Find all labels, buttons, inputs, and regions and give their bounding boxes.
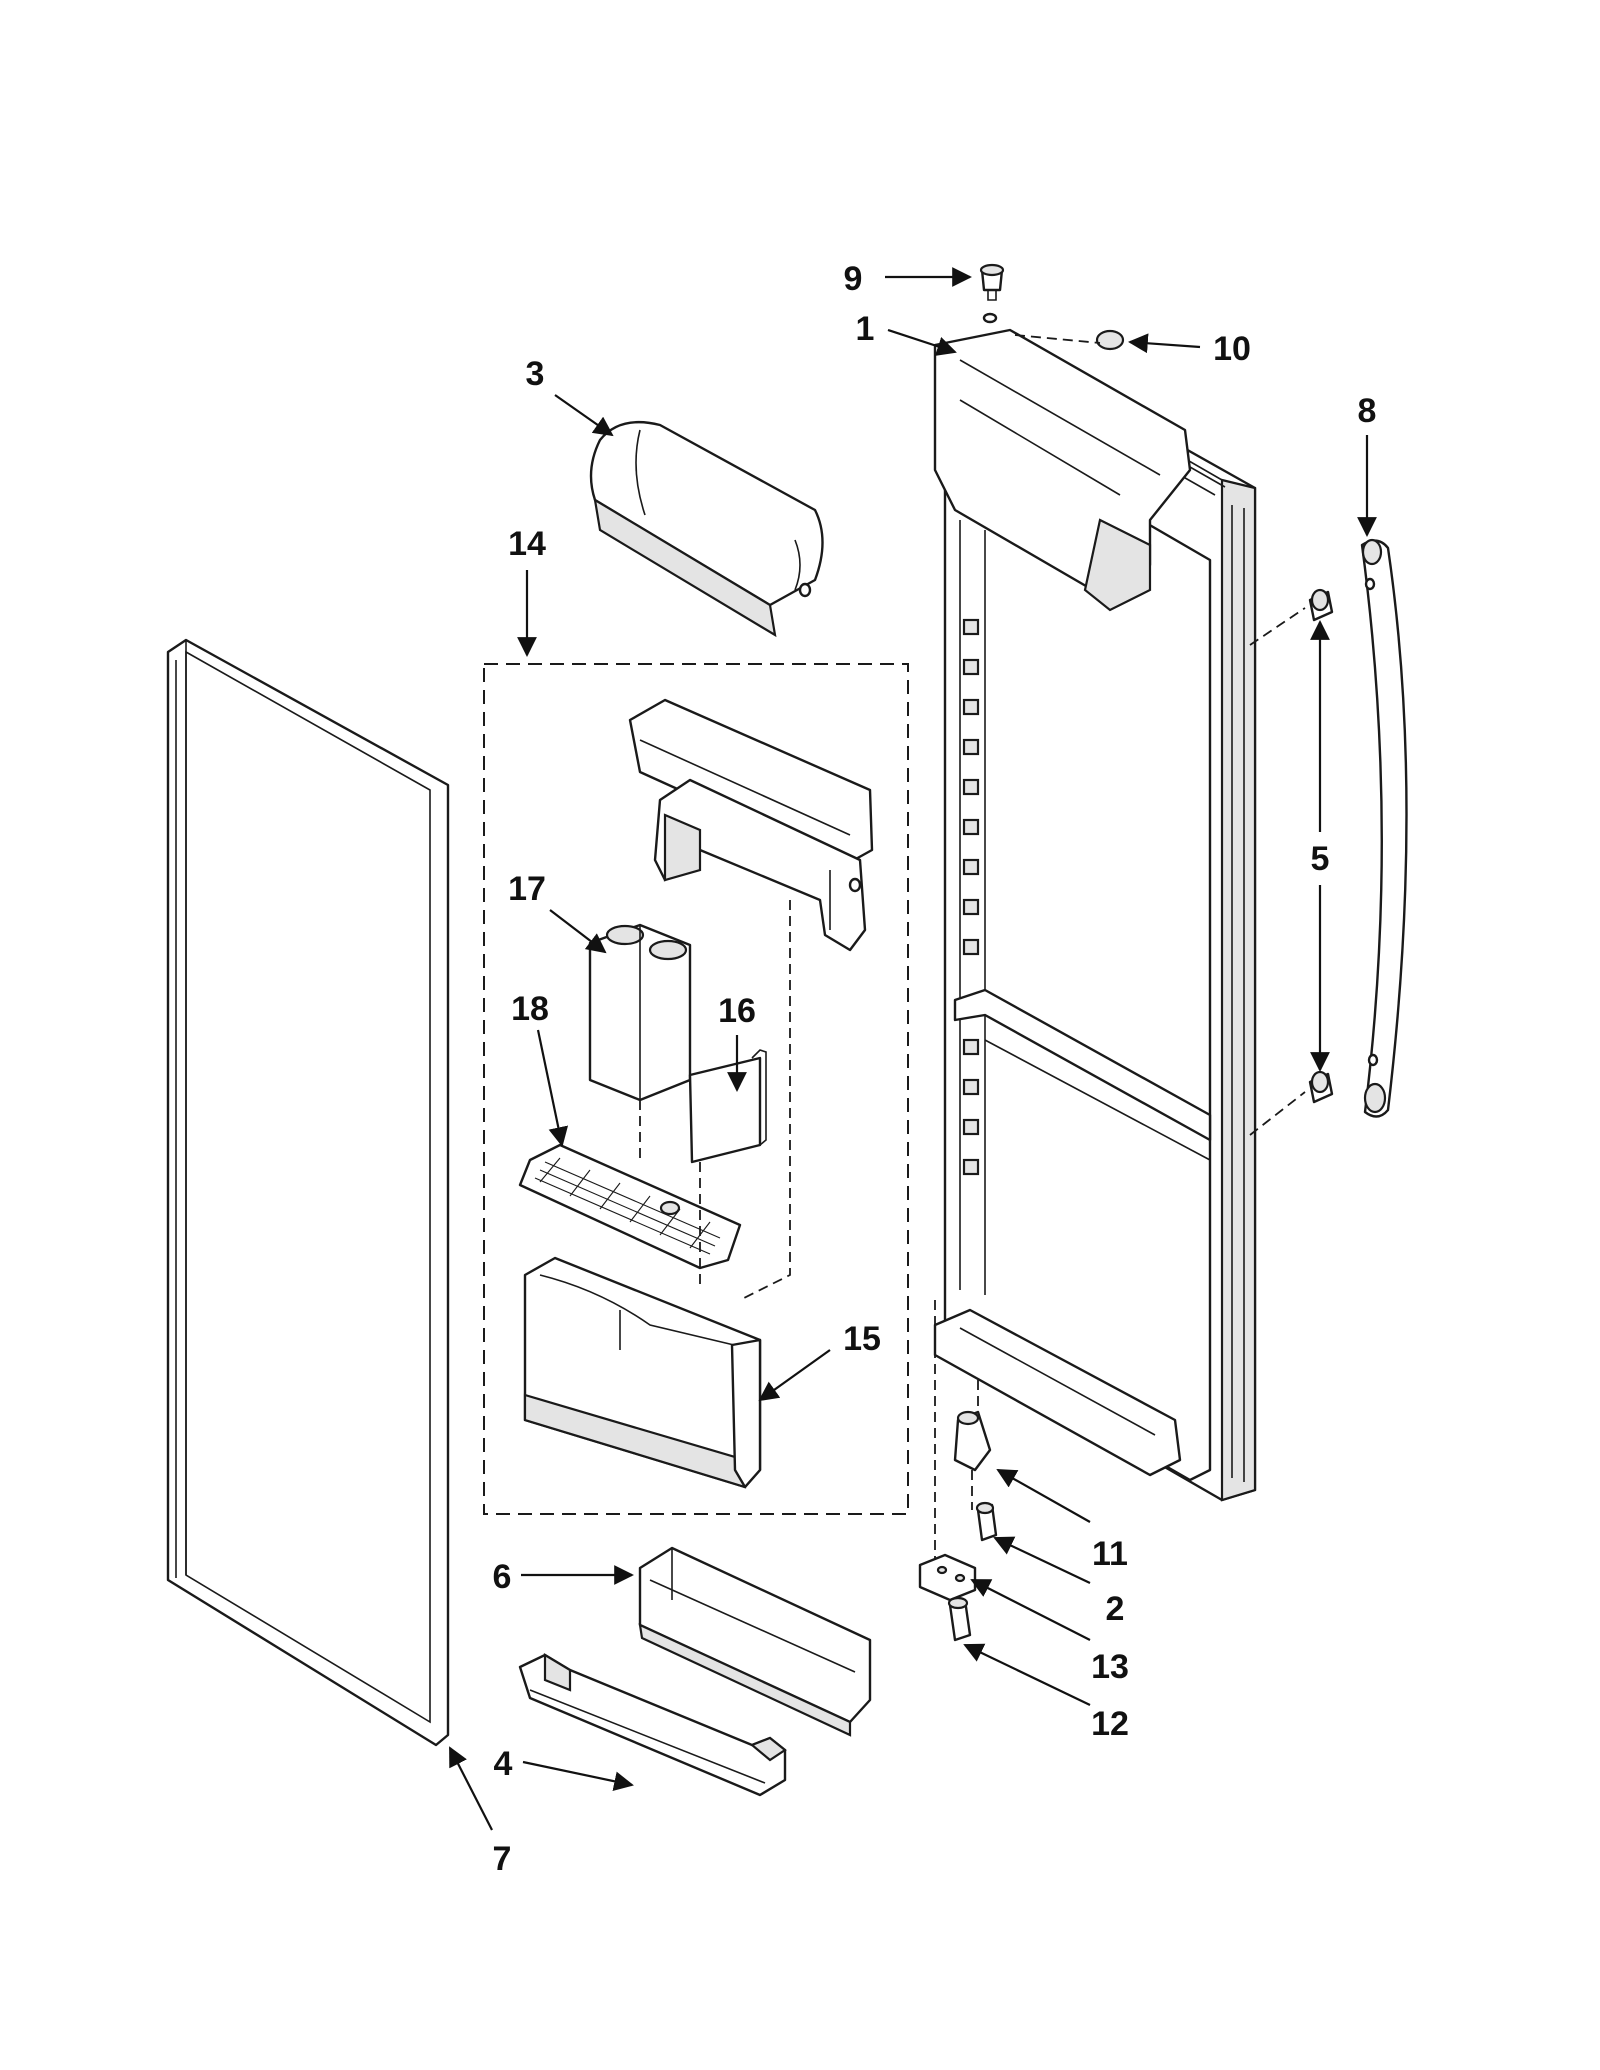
door-gasket — [166, 638, 450, 1747]
callout-4: 4 — [494, 1745, 513, 1783]
bin-divider — [688, 1049, 767, 1164]
door-handle — [1360, 538, 1408, 1118]
hinge-screw — [975, 1501, 998, 1542]
callout-11: 11 — [1092, 1535, 1128, 1573]
hinge-cap — [979, 263, 1005, 301]
callout-7: 7 — [493, 1840, 512, 1878]
callout-18: 18 — [511, 990, 549, 1028]
callout-8: 8 — [1358, 392, 1377, 430]
callout-6: 6 — [493, 1558, 512, 1596]
ice-bin-bracket — [628, 698, 874, 952]
callout-15: 15 — [843, 1320, 881, 1358]
callout-17: 17 — [508, 870, 546, 908]
leader-lines — [449, 267, 1377, 1831]
drip-grille — [518, 1143, 742, 1270]
callout-10: 10 — [1213, 330, 1251, 368]
door-rail-shelf — [518, 1653, 787, 1797]
hinge-bushing — [953, 1410, 992, 1472]
callout-12: 12 — [1091, 1705, 1129, 1743]
callout-14: 14 — [508, 525, 546, 563]
plug-button — [1095, 329, 1125, 351]
callout-9: 9 — [844, 260, 863, 298]
ice-bin-cover — [589, 421, 824, 638]
ice-bucket-insert — [588, 923, 692, 1102]
callout-13: 13 — [1091, 1648, 1129, 1686]
door-liner — [933, 312, 1257, 1502]
handle-mounting-studs — [1308, 588, 1334, 1104]
callout-1: 1 — [856, 310, 875, 348]
callout-2: 2 — [1106, 1590, 1125, 1628]
callout-5: 5 — [1311, 840, 1330, 878]
door-bin — [638, 1546, 872, 1737]
ice-bin — [523, 1256, 762, 1489]
shelf-support-bosses — [962, 618, 980, 1176]
lower-hinge — [918, 1553, 977, 1602]
callout-numbers: 9 1 10 3 8 14 5 17 16 18 15 11 6 2 13 12… — [493, 260, 1377, 1878]
hinge-mount-screw — [947, 1596, 972, 1642]
ice-bin-assembly-boundary — [483, 663, 909, 1515]
callout-3: 3 — [526, 355, 545, 393]
door-edge-ridges — [1231, 505, 1245, 1482]
callout-16: 16 — [718, 992, 756, 1030]
